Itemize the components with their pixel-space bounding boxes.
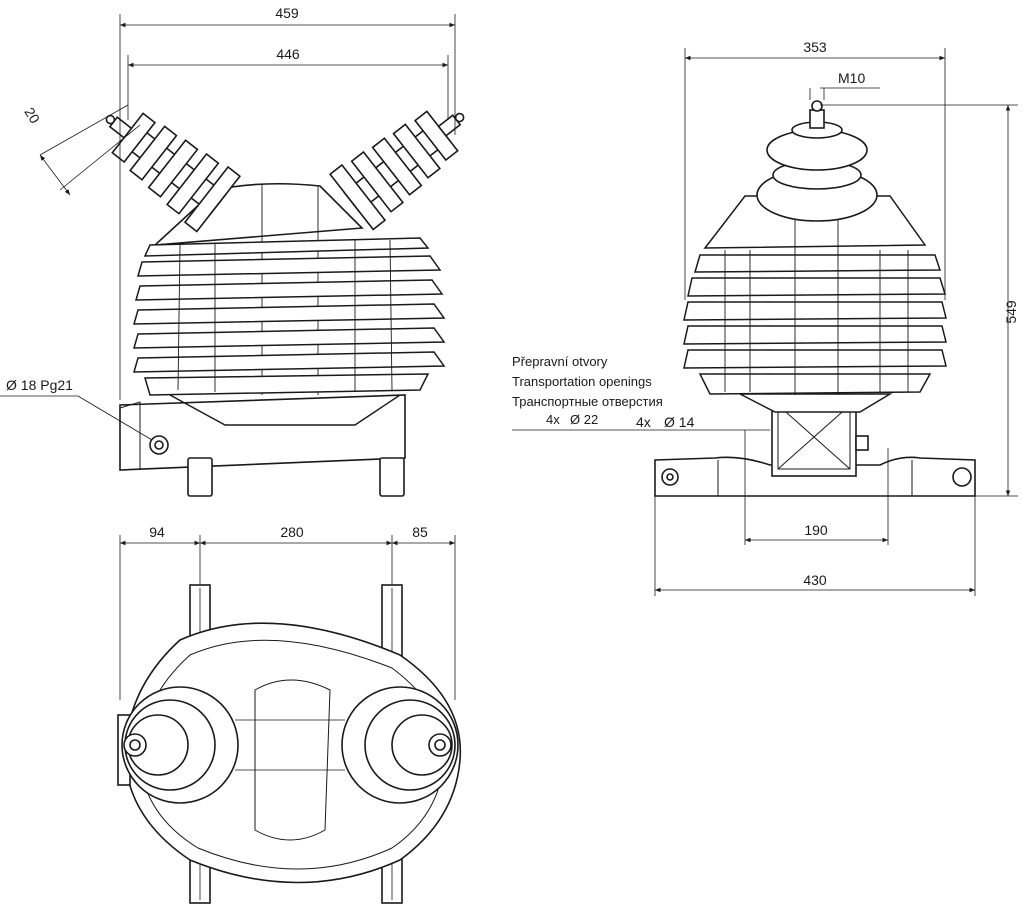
- dim-label-hole-dia-b: Ø 14: [664, 414, 695, 430]
- dim-label-20: 20: [21, 105, 43, 127]
- cable-gland-icon: [149, 435, 169, 455]
- dim-label-hole-count-a: 4x: [546, 412, 560, 427]
- note-transport-en: Transportation openings: [512, 374, 652, 389]
- side-view: [654, 100, 976, 497]
- dim-label-85: 85: [412, 524, 428, 540]
- front-dimensions: [0, 14, 456, 441]
- top-bushing-left: [121, 686, 239, 804]
- dim-label-549: 549: [1003, 300, 1019, 324]
- dim-label-94: 94: [149, 524, 165, 540]
- front-foot-left: [187, 457, 213, 497]
- note-transport-ru: Транспортные отверстия: [512, 394, 663, 409]
- side-sheds: [683, 195, 947, 413]
- dim-label-m10: M10: [838, 70, 865, 86]
- dim-label-280: 280: [280, 524, 304, 540]
- front-view: [105, 110, 465, 497]
- dim-label-cable-gland: Ø 18 Pg21: [6, 377, 73, 393]
- dim-label-hole-dia-a: Ø 22: [570, 412, 598, 427]
- note-transport-cs: Přepravní otvory: [512, 354, 608, 369]
- dim-label-430: 430: [803, 572, 827, 588]
- top-dimensions: [119, 535, 456, 700]
- front-bushing-right: [328, 110, 465, 231]
- top-view: [117, 584, 462, 904]
- mount-hole-left-icon: [661, 468, 679, 486]
- dim-label-459: 459: [275, 5, 299, 21]
- mount-hole-right-icon: [952, 467, 972, 487]
- side-top-insulator: [756, 100, 878, 222]
- front-foot-right: [379, 457, 405, 497]
- dim-line-20: [39, 154, 71, 196]
- dim-label-hole-count-b: 4x: [636, 414, 651, 430]
- side-dimensions: [512, 48, 1018, 596]
- dim-label-353: 353: [803, 39, 827, 55]
- side-gland-icon: [855, 435, 869, 451]
- dim-label-446: 446: [276, 46, 300, 62]
- dim-label-190: 190: [804, 522, 828, 538]
- front-sheds: [133, 237, 446, 396]
- top-bushing-right: [341, 686, 459, 804]
